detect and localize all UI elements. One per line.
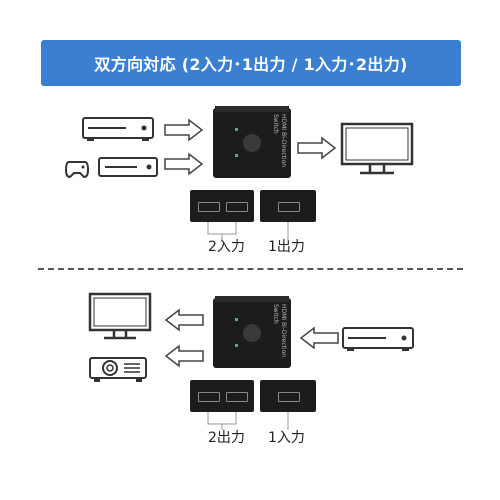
media-player-icon — [82, 117, 154, 141]
device-brand-text: HDMI Bi-Direction — [280, 304, 287, 358]
arrow-left-icon — [299, 326, 339, 350]
arrow-left-icon — [164, 308, 204, 332]
ports-right-label: 1入力 — [268, 430, 305, 446]
tv-icon — [88, 292, 152, 340]
switch-button — [243, 134, 261, 152]
device-sub-text: Switch — [272, 114, 279, 134]
port-connector-lines — [207, 412, 289, 430]
hdmi-port — [226, 202, 248, 212]
hdmi-port — [198, 202, 220, 212]
port-connector-lines — [207, 222, 289, 240]
arrow-right-icon — [164, 118, 204, 142]
arrow-right-icon — [164, 152, 204, 176]
projector-icon — [89, 357, 147, 382]
output-port-block — [260, 190, 316, 222]
game-console-icon — [65, 157, 158, 179]
hdmi-port — [198, 392, 220, 402]
banner-title: 双方向対応 (2入力･1出力 / 1入力･2出力) — [94, 55, 408, 74]
media-player-icon — [342, 327, 414, 351]
ports-left-label: 2入力 — [208, 239, 245, 255]
arrow-left-icon — [164, 344, 204, 368]
device-brand-text: HDMI Bi-Direction — [280, 114, 287, 168]
section-divider — [38, 268, 463, 270]
hdmi-port — [278, 392, 300, 402]
tv-icon — [340, 122, 414, 175]
title-banner: 双方向対応 (2入力･1出力 / 1入力･2出力) — [41, 40, 461, 86]
ports-right-label: 1出力 — [268, 239, 305, 255]
switch-button — [243, 324, 261, 342]
ports-left-label: 2出力 — [208, 430, 245, 446]
input-ports-block — [190, 190, 254, 222]
device-sub-text: Switch — [272, 304, 279, 324]
hdmi-port — [278, 202, 300, 212]
hdmi-switch-device: HDMI Bi-Direction Switch — [213, 106, 291, 178]
arrow-right-icon — [297, 136, 337, 160]
hdmi-switch-device: HDMI Bi-Direction Switch — [213, 296, 291, 368]
output-ports-block — [190, 380, 254, 412]
hdmi-port — [226, 392, 248, 402]
input-port-block — [260, 380, 316, 412]
